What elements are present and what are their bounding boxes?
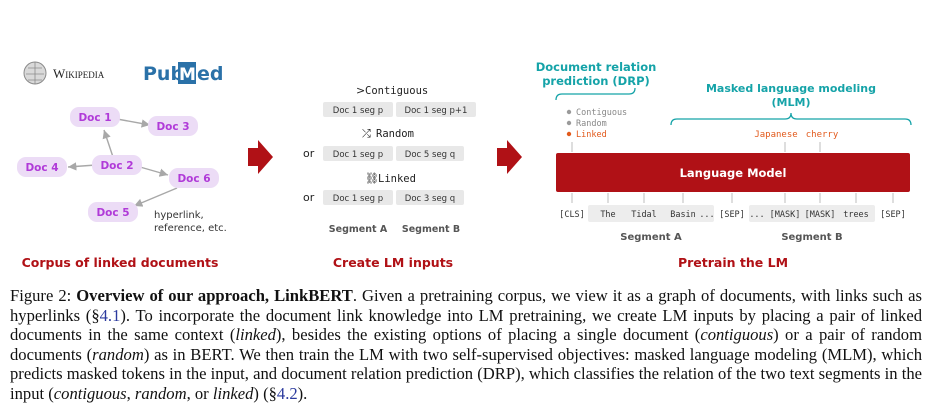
mlm-title-line1: Masked language modeling [706,82,876,95]
segment-a-label: Segment A [329,224,388,235]
segment-chip: Doc 3 seg q [405,194,455,204]
panel-title-pretrain: Pretrain the LM [678,255,788,270]
link-icon: ⛓ [365,172,379,185]
doc-node-label: Doc 1 [78,112,111,124]
drp-option: Contiguous [576,108,627,118]
token: ... [749,210,764,220]
section-ref-link[interactable]: 4.1 [99,305,121,325]
token: [SEP] [880,210,906,220]
doc-node-4: Doc 4 [17,157,67,177]
mlm-prediction: cherry [806,130,839,140]
segment-b-caption: Segment B [781,232,842,243]
segment-b-label: Segment B [402,224,460,235]
section-ref-link[interactable]: 4.2 [276,383,298,403]
language-model-block [556,153,910,192]
linked-option: ⛓ Linked or Doc 1 seg p Doc 3 seg q [303,172,464,205]
segment-a-caption: Segment A [620,232,682,243]
input-ticks [571,193,894,203]
language-model-label: Language Model [680,166,787,180]
doc-node-label: Doc 6 [177,173,210,185]
token: Basin [670,210,696,220]
drp-bracket [555,87,636,101]
drp-title-line1: Document relation [536,60,657,74]
token: Tidal [631,210,657,220]
pubmed-wordmark-a: Pub [143,63,184,85]
doc-node-label: Doc 3 [156,121,189,133]
token: [MASK] [770,210,801,220]
figure-caption: Figure 2: Overview of our approach, Link… [10,286,922,403]
pubmed-wordmark-b: M [179,65,196,85]
token: The [600,210,615,220]
hyperlink-note-line2: reference, etc. [154,223,227,234]
token: ... [699,210,714,220]
caption-title: Overview of our approach, LinkBERT [76,286,353,305]
or-label: or [303,147,315,160]
mlm-prediction: Japanese [754,130,797,140]
shuffle-icon: ⤮ [362,127,371,140]
pubmed-logo: Pub M ed [143,62,224,85]
segment-chip: Doc 5 seg q [405,150,455,160]
drp-title-line2: prediction (DRP) [542,74,650,88]
mlm-bracket [670,112,912,126]
random-option: ⤮ Random or Doc 1 seg p Doc 5 seg q [303,127,464,161]
panel-title-inputs: Create LM inputs [333,255,453,270]
panel-title-corpus: Corpus of linked documents [22,255,219,270]
document-graph [67,118,178,207]
pubmed-wordmark-c: ed [197,63,224,85]
overview-figure: Wikipedia Pub M ed Doc 1 Doc 2 Doc 3 Doc… [17,60,912,270]
segment-a-bar [588,205,714,222]
segment-chip: Doc 1 seg p+1 [405,106,468,116]
doc-node-2: Doc 2 [92,155,142,175]
linked-label: Linked [378,173,416,185]
output-ticks [571,142,821,152]
doc-node-label: Doc 2 [100,160,133,172]
doc-node-3: Doc 3 [148,116,198,136]
hyperlink-note-line1: hyperlink, [154,210,204,221]
pubmed-m-box [178,62,196,84]
link-doc2-doc1 [102,129,114,158]
token: [MASK] [805,210,836,220]
doc-node-label: Doc 5 [96,207,129,219]
input-tokens: [CLS] The Tidal Basin ... [SEP] ... [MAS… [559,210,906,220]
link-doc6-doc5 [133,187,178,207]
drp-option: Random [576,119,607,129]
drp-options: Contiguous Random Linked [566,108,627,140]
drp-option-selected: Linked [576,130,607,140]
contiguous-chevron-icon: > [356,84,365,97]
mlm-title-line2: (MLM) [772,96,811,109]
doc-node-1: Doc 1 [70,107,120,127]
token: trees [843,210,869,220]
token: [CLS] [559,210,585,220]
link-doc2-doc4 [67,162,97,171]
wikipedia-logo: Wikipedia [23,61,105,85]
contiguous-option: > Contiguous Doc 1 seg p Doc 1 seg p+1 [323,84,476,117]
link-doc1-doc3 [116,118,151,128]
flow-arrow-1 [248,140,273,174]
link-doc2-doc6 [139,166,169,177]
segment-b-bar [749,205,875,222]
segment-chip: Doc 1 seg p [333,106,383,116]
segment-chip: Doc 1 seg p [333,194,383,204]
contiguous-label: Contiguous [365,85,428,97]
doc-node-6: Doc 6 [169,168,219,188]
random-label: Random [376,128,414,140]
or-label: or [303,191,315,204]
doc-node-5: Doc 5 [88,202,138,222]
caption-label: Figure 2: [10,286,72,305]
token: [SEP] [719,210,745,220]
flow-arrow-2 [497,140,522,174]
segment-chip: Doc 1 seg p [333,150,383,160]
doc-node-label: Doc 4 [25,162,58,174]
wikipedia-wordmark: Wikipedia [53,66,105,81]
